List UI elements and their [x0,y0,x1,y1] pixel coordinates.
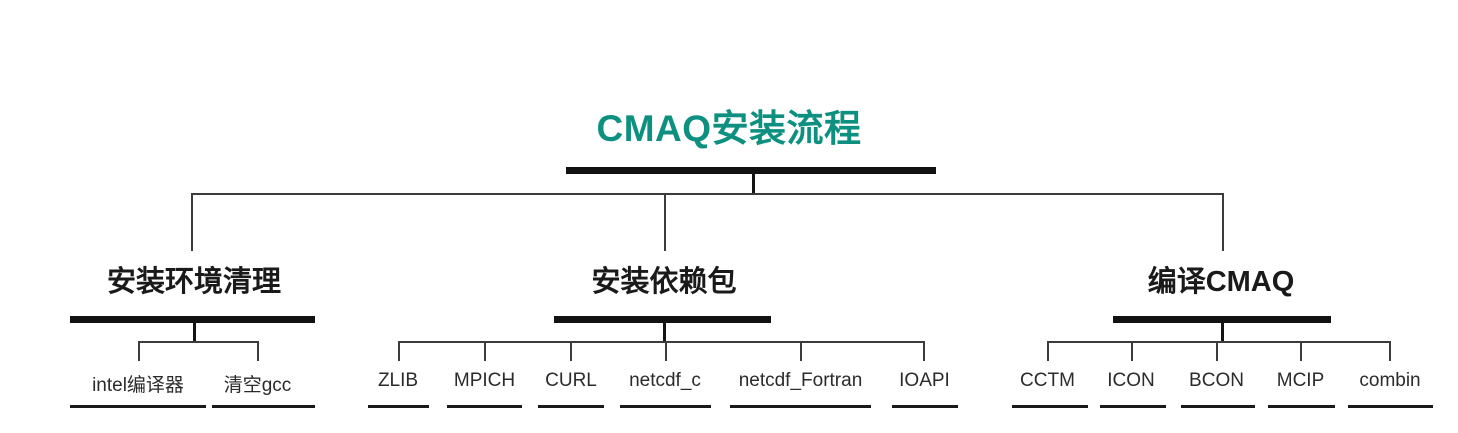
branch-label-3: 编译CMAQ [1147,266,1295,298]
leaf-spine-3 [1047,341,1391,343]
leaf-label-3-1: CCTM [1020,370,1075,391]
leaf-underline-1-1 [70,405,206,408]
leaf-spine-2 [398,341,925,343]
root-underline-bar [566,167,936,174]
leaf-spine-1 [138,341,259,343]
leaf-drop-2-4 [665,341,667,361]
leaf-underline-3-1 [1012,405,1088,408]
leaf-drop-2-2 [484,341,486,361]
leaf-drop-3-2 [1131,341,1133,361]
branch-label-1: 安装环境清理 [106,266,281,298]
branch-underline-bar-1 [70,316,315,323]
leaf-underline-3-4 [1268,405,1335,408]
branch-leaf-stem-2 [663,319,666,342]
root-title: CMAQ安装流程 [596,108,862,149]
leaf-underline-2-5 [730,405,871,408]
leaf-underline-3-2 [1100,405,1166,408]
leaf-underline-2-4 [620,405,711,408]
leaf-label-3-2: ICON [1107,370,1155,391]
root-drop-stem [752,170,755,195]
leaf-underline-2-2 [447,405,522,408]
leaf-drop-1-2 [257,341,259,361]
branch-drop-3 [1222,193,1224,251]
leaf-underline-1-2 [212,405,315,408]
branch-drop-2 [664,193,666,251]
leaf-label-3-5: combin [1359,370,1421,391]
leaf-label-1-1: intel编译器 [92,375,184,396]
branch-leaf-stem-3 [1221,319,1224,342]
leaf-underline-2-6 [892,405,958,408]
leaf-underline-2-1 [368,405,429,408]
leaf-label-2-5: netcdf_Fortran [738,370,863,391]
leaf-label-2-3: CURL [545,370,597,391]
leaf-label-2-6: IOAPI [899,370,950,391]
leaf-drop-2-1 [398,341,400,361]
leaf-drop-2-5 [800,341,802,361]
leaf-underline-2-3 [538,405,604,408]
leaf-drop-2-6 [923,341,925,361]
leaf-drop-3-5 [1389,341,1391,361]
leaf-drop-1-1 [138,341,140,361]
leaf-drop-2-3 [570,341,572,361]
leaf-label-3-3: BCON [1189,370,1244,391]
leaf-drop-3-1 [1047,341,1049,361]
branch-underline-bar-2 [554,316,771,323]
leaf-label-2-4: netcdf_c [629,370,701,391]
leaf-label-2-2: MPICH [453,370,516,391]
leaf-label-3-4: MCIP [1276,370,1325,391]
leaf-drop-3-3 [1216,341,1218,361]
leaf-label-1-2: 清空gcc [223,375,292,396]
level2-spine [191,193,1224,195]
branch-label-2: 安装依赖包 [591,266,737,298]
leaf-underline-3-5 [1348,405,1433,408]
leaf-drop-3-4 [1300,341,1302,361]
branch-drop-1 [191,193,193,251]
leaf-label-2-1: ZLIB [377,370,419,391]
branch-leaf-stem-1 [193,319,196,342]
leaf-underline-3-3 [1181,405,1255,408]
